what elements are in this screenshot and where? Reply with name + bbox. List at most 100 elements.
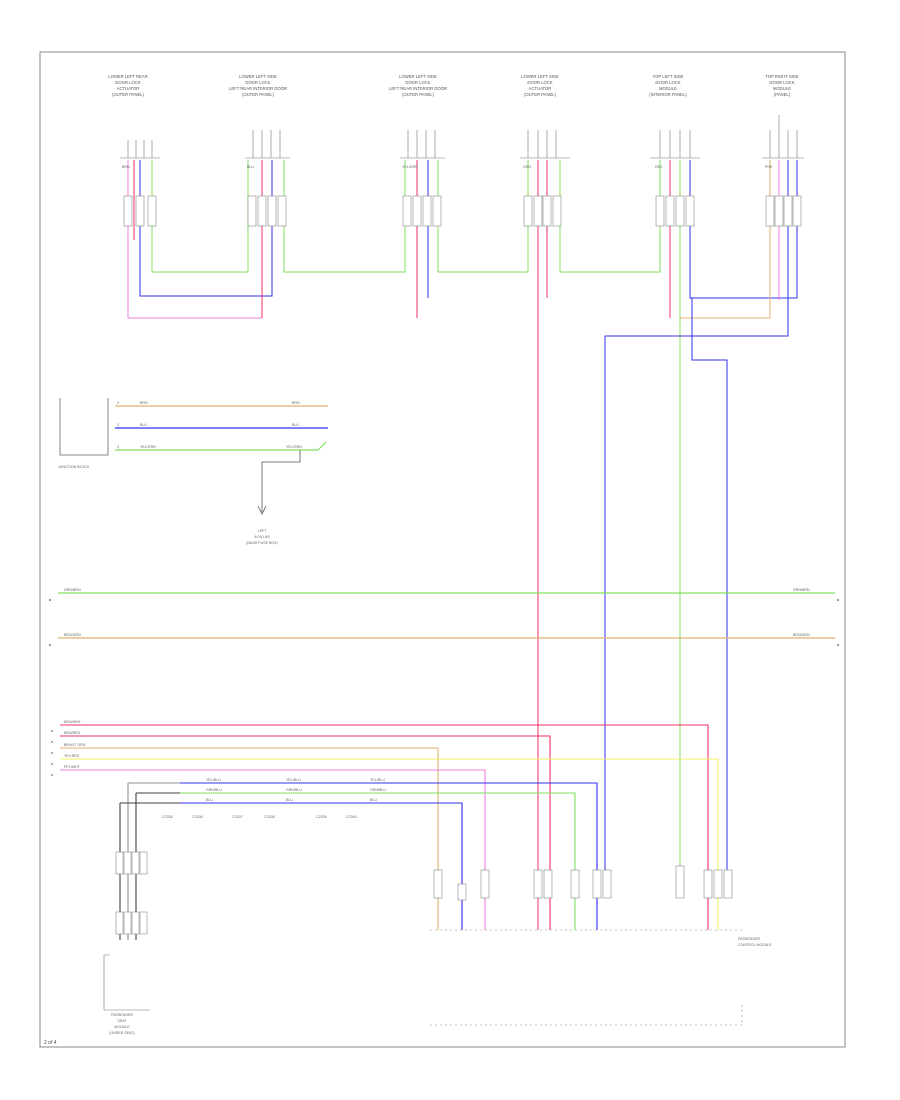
svg-text:MODULE: MODULE (659, 86, 677, 91)
component-label-2: LOWER LEFT SIDE DOOR LOCK LEFT REAR INTE… (229, 74, 287, 97)
svg-text:(OUTER PANEL): (OUTER PANEL) (242, 92, 275, 97)
svg-text:LOWER LEFT SIDE: LOWER LEFT SIDE (521, 74, 559, 79)
wire-tag: RED (655, 165, 663, 169)
junction-block: JUNCTION BLOCK 2 3 4 BRN BLU YEL/GRN BRN… (58, 398, 328, 545)
svg-text:ACTUATOR: ACTUATOR (529, 86, 552, 91)
svg-text:DOOR LOCK: DOOR LOCK (769, 80, 794, 85)
bus-lines: GRN/BRN GRN/BRN BRN/GRN BRN/GRN (49, 588, 839, 646)
top-connectors (120, 115, 804, 159)
wire-blue-6b (691, 298, 728, 880)
svg-text:BLU: BLU (292, 423, 299, 427)
wire-blue-6 (604, 160, 789, 880)
top-component-labels: LOWER LEFT REAR DOOR LOCK ACTUATOR (OUTE… (108, 74, 799, 97)
svg-text:C2337: C2337 (232, 815, 243, 819)
svg-text:YEL/BLU: YEL/BLU (286, 778, 301, 782)
control-module: PASSENGER CONTROL MODULE (430, 865, 772, 1026)
svg-text:DOOR LOCK: DOOR LOCK (527, 80, 552, 85)
svg-text:GRN/BLU: GRN/BLU (206, 788, 222, 792)
svg-text:LEFT REAR INTERIOR DOOR: LEFT REAR INTERIOR DOOR (229, 86, 287, 91)
svg-text:BRN: BRN (140, 401, 148, 405)
svg-text:CONTROL MODULE: CONTROL MODULE (738, 943, 772, 947)
svg-text:(NEAR FUSE BOX): (NEAR FUSE BOX) (246, 541, 278, 545)
svg-text:MODULE: MODULE (773, 86, 791, 91)
svg-text:BLU: BLU (140, 423, 147, 427)
wire-tag: GRN (523, 165, 531, 169)
svg-text:4: 4 (117, 445, 119, 449)
svg-text:C2338: C2338 (264, 815, 275, 819)
svg-text:LEFT REAR INTERIOR DOOR: LEFT REAR INTERIOR DOOR (389, 86, 447, 91)
svg-text:BRN: BRN (292, 401, 300, 405)
wire-blue-1 (139, 160, 273, 297)
svg-text:DOOR LOCK: DOOR LOCK (245, 80, 270, 85)
component-label-1: LOWER LEFT REAR DOOR LOCK ACTUATOR (OUTE… (108, 74, 147, 97)
svg-text:3: 3 (117, 423, 119, 427)
wire-tag: BRN (122, 165, 130, 169)
svg-text:PASSENGER: PASSENGER (738, 937, 761, 941)
top-harness (127, 160, 798, 930)
svg-text:LEFT: LEFT (258, 529, 268, 533)
svg-text:YEL/GRN: YEL/GRN (140, 445, 156, 449)
component-label-5: TOP LEFT SIDE DOOR LOCK MODULE (INTERIOR… (649, 74, 687, 97)
wire-tag: PNK (765, 165, 773, 169)
wire-blue-5 (689, 160, 798, 299)
wire-green-4 (559, 160, 661, 273)
seat-module: PASSENGER SEAT MODULE (UNDER SEAT) (103, 851, 150, 1035)
svg-text:C2340: C2340 (346, 815, 357, 819)
lower-wire-labels: BRN/WHT BRN/RED BRN/LT GRN YEL/RED PPL/W… (64, 720, 386, 819)
svg-text:2: 2 (117, 401, 119, 405)
component-label-4: LOWER LEFT SIDE DOOR LOCK ACTUATOR (OUTE… (521, 74, 559, 97)
wire-green-3 (437, 160, 529, 273)
svg-text:MODULE: MODULE (114, 1025, 130, 1029)
svg-text:(OUTER PANEL): (OUTER PANEL) (524, 92, 557, 97)
wire-tag: YEL/GRN (402, 165, 418, 169)
svg-text:GRN/BRN: GRN/BRN (64, 588, 81, 592)
svg-text:(PANEL): (PANEL) (774, 92, 791, 97)
svg-text:TOP LEFT SIDE: TOP LEFT SIDE (653, 74, 684, 79)
diagram-frame (39, 51, 846, 1048)
svg-text:LOWER LEFT REAR: LOWER LEFT REAR (108, 74, 147, 79)
lower-pin-dots (51, 730, 53, 776)
wire-pink-1 (127, 160, 262, 319)
svg-text:BLU: BLU (286, 798, 293, 802)
svg-text:YEL/BLU: YEL/BLU (206, 778, 221, 782)
svg-text:BRN/GRN: BRN/GRN (793, 633, 810, 637)
svg-text:GRN/BRN: GRN/BRN (793, 588, 810, 592)
svg-text:(OUTER PANEL): (OUTER PANEL) (402, 92, 435, 97)
wire-green-1 (151, 160, 249, 273)
svg-text:BLU: BLU (370, 798, 377, 802)
svg-text:LOWER LEFT SIDE: LOWER LEFT SIDE (239, 74, 277, 79)
svg-text:(OUTER PANEL): (OUTER PANEL) (112, 92, 145, 97)
svg-text:YEL/GRN: YEL/GRN (286, 445, 302, 449)
svg-text:(INTERIOR PANEL): (INTERIOR PANEL) (649, 92, 687, 97)
svg-text:LOWER LEFT SIDE: LOWER LEFT SIDE (399, 74, 437, 79)
svg-text:C2335: C2335 (162, 815, 173, 819)
svg-text:DOOR LOCK: DOOR LOCK (115, 80, 140, 85)
svg-text:(UNDER SEAT): (UNDER SEAT) (109, 1031, 134, 1035)
svg-text:PPL/WHT: PPL/WHT (64, 765, 81, 769)
svg-text:BRN/LT GRN: BRN/LT GRN (64, 743, 86, 747)
svg-text:DOOR LOCK: DOOR LOCK (655, 80, 680, 85)
svg-text:C2339: C2339 (316, 815, 327, 819)
svg-text:YEL/BLU: YEL/BLU (370, 778, 385, 782)
svg-text:PASSENGER: PASSENGER (111, 1013, 134, 1017)
svg-text:BRN/WHT: BRN/WHT (64, 720, 82, 724)
svg-text:BRN/GRN: BRN/GRN (64, 633, 81, 637)
top-splices (123, 195, 802, 227)
wire-tag: BLU (247, 165, 254, 169)
svg-text:JUNCTION BLOCK: JUNCTION BLOCK (58, 465, 90, 469)
wire-green-2 (283, 160, 406, 273)
svg-text:GRN/BLU: GRN/BLU (286, 788, 302, 792)
svg-text:C2336: C2336 (192, 815, 203, 819)
svg-text:A PILLAR: A PILLAR (254, 535, 270, 539)
svg-text:SEAT: SEAT (117, 1019, 127, 1023)
page-ref: 2 of 4 (44, 1040, 57, 1046)
svg-text:GRN/BLU: GRN/BLU (370, 788, 386, 792)
wire-tan-6 (680, 160, 771, 319)
svg-text:YEL/RED: YEL/RED (64, 754, 80, 758)
svg-text:DOOR LOCK: DOOR LOCK (405, 80, 430, 85)
svg-text:BLU: BLU (206, 798, 213, 802)
svg-text:ACTUATOR: ACTUATOR (117, 86, 140, 91)
component-label-6: TOP RIGHT SIDE DOOR LOCK MODULE (PANEL) (765, 74, 799, 97)
component-label-3: LOWER LEFT SIDE DOOR LOCK LEFT REAR INTE… (389, 74, 447, 97)
lower-wires (60, 724, 719, 940)
